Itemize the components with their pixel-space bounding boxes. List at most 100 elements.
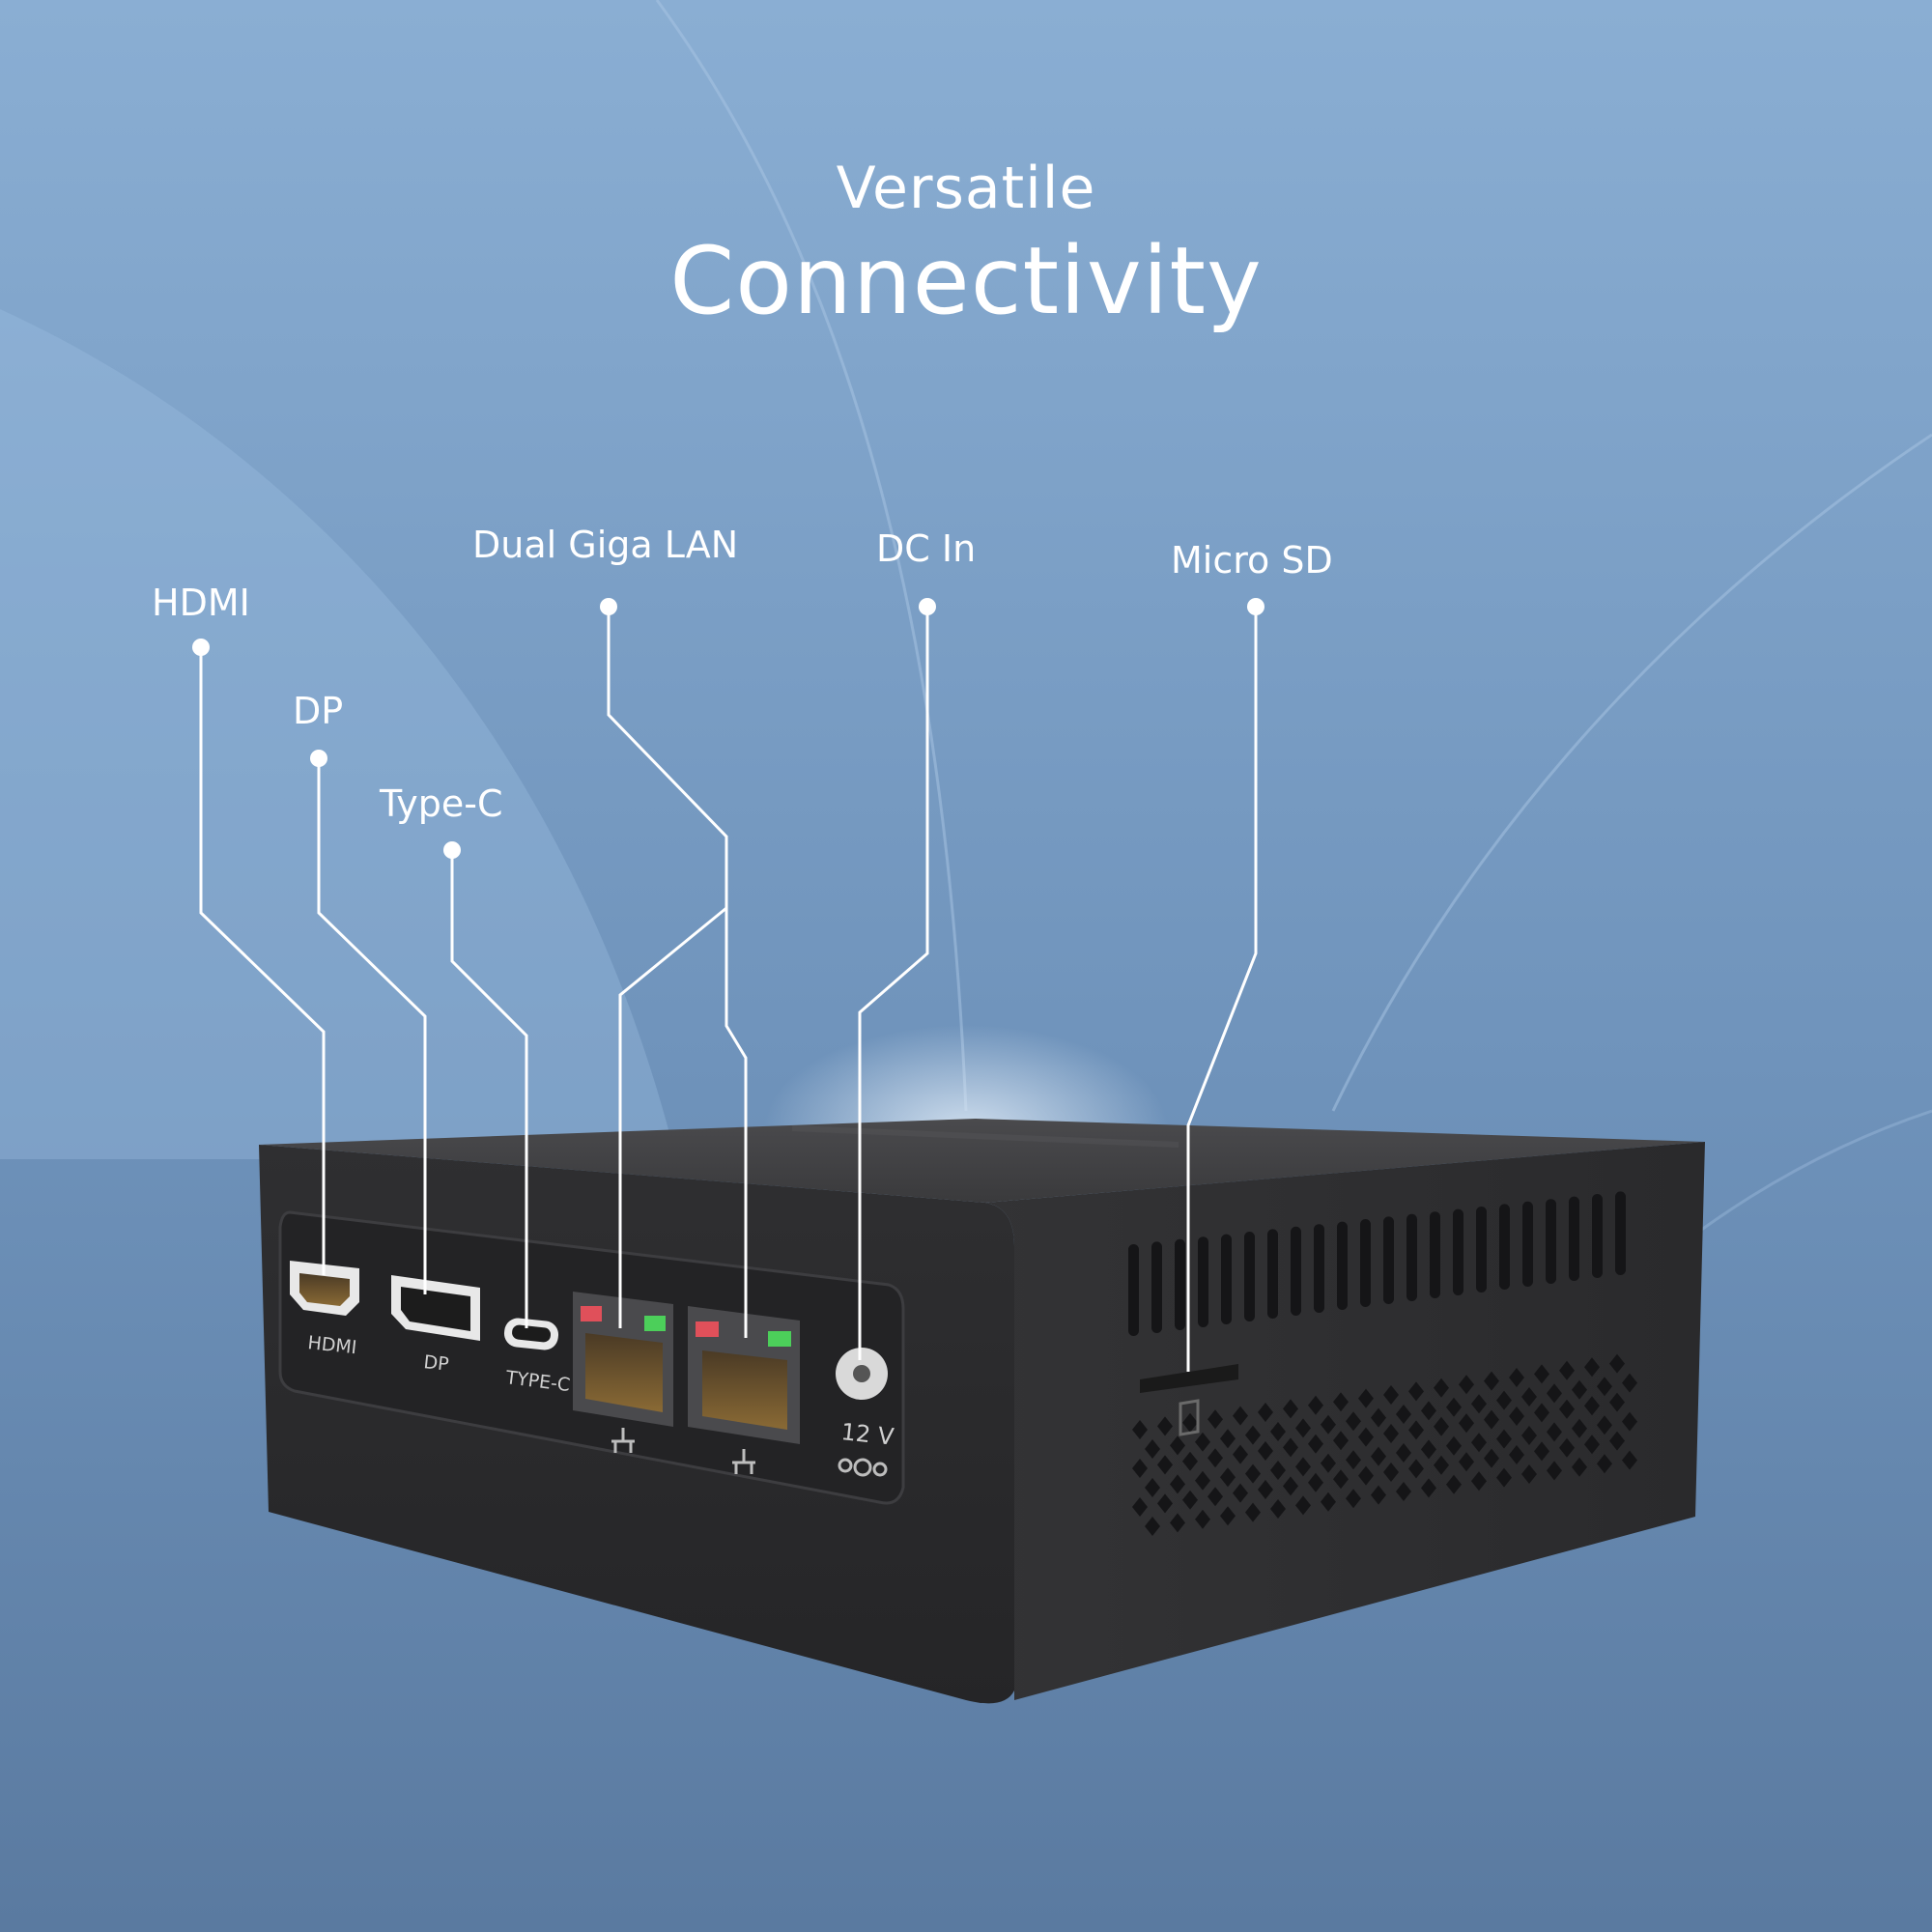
dc-in-port (836, 1348, 888, 1400)
vent-hole (1622, 1450, 1637, 1470)
vent-hole (1622, 1411, 1637, 1432)
vent-hole (1283, 1437, 1298, 1458)
vent-hole (1195, 1470, 1210, 1491)
brand-logo (791, 1125, 1179, 1148)
vent-slot (1244, 1232, 1255, 1321)
vent-hole (1132, 1497, 1148, 1517)
vent-slot (1615, 1191, 1626, 1275)
vent-hole (1371, 1446, 1386, 1466)
dc-polarity-icon (838, 1458, 888, 1477)
vent-hole (1459, 1452, 1474, 1472)
vent-slot (1499, 1204, 1510, 1290)
vent-slot (1383, 1216, 1394, 1304)
vent-hole (1484, 1448, 1499, 1468)
micro-sd-dot (1247, 598, 1264, 615)
callout-micro-sd: Micro SD (1171, 539, 1333, 582)
vent-hole (1270, 1422, 1286, 1441)
callout-type-c: Type-C (380, 782, 503, 825)
vent-hole (1597, 1454, 1612, 1474)
vent-hole (1609, 1353, 1625, 1374)
lan-port-2 (688, 1306, 800, 1444)
vent-hole (1383, 1385, 1399, 1405)
vent-hole (1421, 1401, 1436, 1421)
vent-slot (1592, 1194, 1603, 1278)
vent-hole (1195, 1432, 1210, 1452)
vent-hole (1295, 1418, 1311, 1438)
hdmi-port (290, 1261, 359, 1316)
vent-hole (1283, 1399, 1298, 1419)
vent-hole (1521, 1426, 1537, 1445)
vent-hole (1584, 1357, 1600, 1378)
vent-hole (1471, 1433, 1487, 1453)
vent-hole (1157, 1416, 1173, 1436)
vent-hole (1597, 1415, 1612, 1435)
vent-slot (1476, 1207, 1487, 1293)
vent-hole (1484, 1371, 1499, 1391)
vent-slot (1546, 1199, 1556, 1284)
vent-hole (1233, 1406, 1248, 1426)
dp-leader-line (317, 758, 427, 1294)
vent-hole (1622, 1373, 1637, 1393)
vent-hole (1182, 1490, 1198, 1510)
vent-hole (1346, 1489, 1361, 1509)
vent-hole (1358, 1465, 1374, 1486)
vent-hole (1283, 1476, 1298, 1496)
vent-hole (1132, 1459, 1148, 1478)
vent-hole (1434, 1378, 1449, 1398)
type-c-port (503, 1318, 559, 1350)
vent-hole (1358, 1388, 1374, 1408)
vent-hole (1408, 1459, 1424, 1479)
vent-hole (1559, 1437, 1575, 1458)
vent-slot (1569, 1196, 1579, 1281)
vent-hole (1396, 1443, 1411, 1463)
vent-hole (1459, 1413, 1474, 1434)
vent-hole (1509, 1406, 1524, 1426)
vent-hole (1308, 1395, 1323, 1415)
vent-hole (1233, 1444, 1248, 1464)
vent-hole (1182, 1451, 1198, 1471)
hdmi-leader-line (199, 647, 326, 1275)
dp-dot (310, 750, 327, 767)
vent-hole (1308, 1472, 1323, 1492)
vent-hole (1572, 1418, 1587, 1438)
vent-slot (1291, 1226, 1301, 1316)
vent-hole (1496, 1467, 1512, 1488)
vent-hole (1584, 1396, 1600, 1416)
vent-hole (1383, 1463, 1399, 1482)
vent-hole (1145, 1478, 1160, 1497)
vent-slot (1151, 1241, 1162, 1333)
lan-port-1 (573, 1292, 673, 1427)
hdmi-dot (192, 639, 210, 656)
vent-hole (1408, 1420, 1424, 1440)
vent-hole (1459, 1375, 1474, 1395)
vent-hole (1521, 1464, 1537, 1484)
vent-hole (1609, 1392, 1625, 1412)
headline-line-2: Connectivity (669, 227, 1263, 335)
vent-slot (1337, 1221, 1348, 1310)
hdmi-marking: HDMI (306, 1332, 357, 1358)
vent-hole (1321, 1453, 1336, 1473)
vent-hole (1484, 1409, 1499, 1430)
vent-hole (1245, 1502, 1261, 1522)
vent-hole (1208, 1448, 1223, 1468)
vent-hole (1321, 1414, 1336, 1435)
vent-hole (1321, 1492, 1336, 1512)
vent-hole (1434, 1455, 1449, 1475)
vent-hole (1308, 1434, 1323, 1454)
vent-hole (1208, 1409, 1223, 1430)
vent-hole (1559, 1399, 1575, 1419)
dp-port (391, 1275, 480, 1341)
vent-hole (1396, 1482, 1411, 1501)
vent-slot (1406, 1213, 1417, 1301)
vent-hole (1358, 1427, 1374, 1447)
vent-hole (1421, 1478, 1436, 1498)
vent-hole (1208, 1487, 1223, 1507)
vent-slot (1175, 1238, 1185, 1330)
lan-leader-line-b (618, 906, 727, 1328)
vent-hole (1371, 1407, 1386, 1428)
vent-hole (1446, 1474, 1462, 1494)
micro-sd-leader-line (1186, 607, 1258, 1372)
vent-hole (1258, 1403, 1273, 1422)
vent-hole (1170, 1513, 1185, 1533)
